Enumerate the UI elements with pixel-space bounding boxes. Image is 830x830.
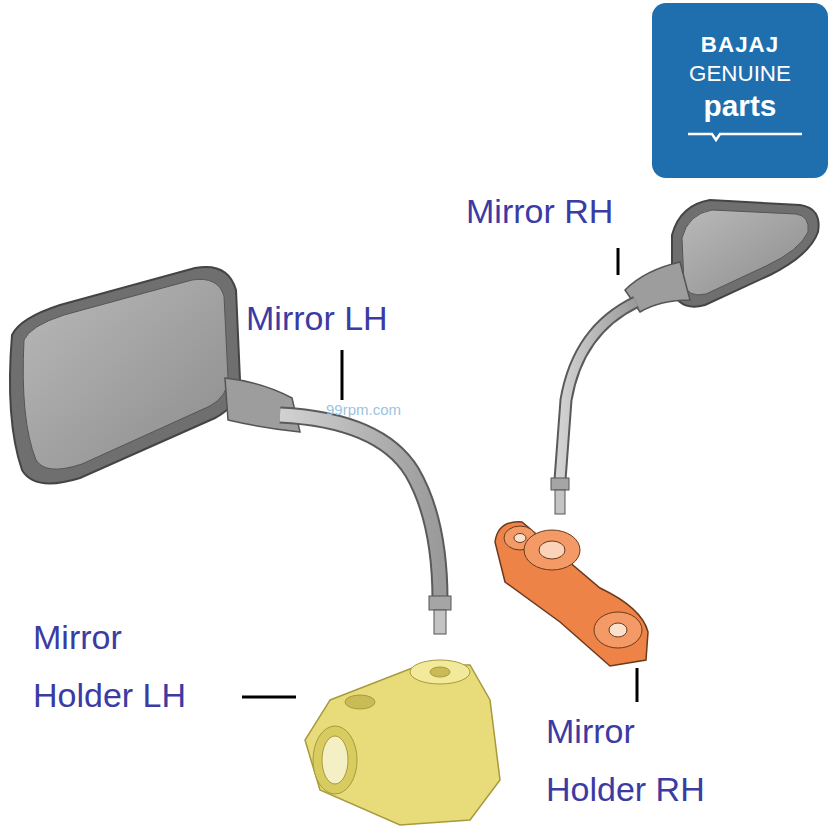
holder-hub — [410, 660, 470, 684]
part-label: Mirror LH — [246, 298, 388, 339]
holder-hole — [430, 667, 450, 677]
holder-body — [495, 522, 648, 666]
holder-body — [305, 665, 500, 825]
logo-text: parts — [652, 88, 828, 124]
mirror-rh — [551, 200, 819, 514]
clamp-opening — [313, 726, 357, 794]
mirror-thread — [555, 490, 565, 514]
part-label: Mirror Holder LH — [33, 608, 223, 724]
mirror-housing — [672, 200, 819, 307]
leader-line — [617, 248, 620, 275]
logo-box: BAJAJGENUINEparts — [652, 30, 828, 124]
logo-text: GENUINE — [652, 60, 828, 88]
mirror-glass — [23, 279, 228, 469]
clamp-bore — [322, 736, 348, 784]
part-label: Mirror RH — [466, 191, 613, 232]
mirror-lh — [10, 267, 451, 634]
holder-hub — [524, 530, 580, 570]
leader-line — [242, 696, 296, 699]
mirror-glass — [682, 210, 808, 295]
mirror-holder-rh — [495, 522, 648, 666]
mirror-stem-outline — [280, 415, 440, 600]
holder-boss — [594, 612, 642, 648]
leader-line — [636, 668, 639, 702]
holder-hole — [609, 623, 627, 637]
mirror-stem — [560, 302, 636, 480]
mirror-nut — [551, 478, 569, 490]
logo-badge — [652, 3, 828, 178]
logo-underline — [688, 134, 802, 140]
mirror-nut — [429, 596, 451, 610]
mirror-holder-lh — [305, 660, 500, 825]
mirror-stem — [280, 415, 440, 600]
logo-text: BAJAJ — [652, 30, 828, 60]
holder-hole — [345, 695, 375, 709]
mirror-stem-outline — [560, 302, 636, 480]
mirror-thread — [434, 610, 446, 634]
holder-hole — [514, 534, 526, 543]
watermark: 99rpm.com — [326, 401, 401, 419]
part-label: Mirror Holder RH — [546, 702, 736, 818]
mirror-housing — [10, 267, 240, 484]
holder-hole — [539, 541, 565, 559]
leader-line — [341, 350, 344, 400]
